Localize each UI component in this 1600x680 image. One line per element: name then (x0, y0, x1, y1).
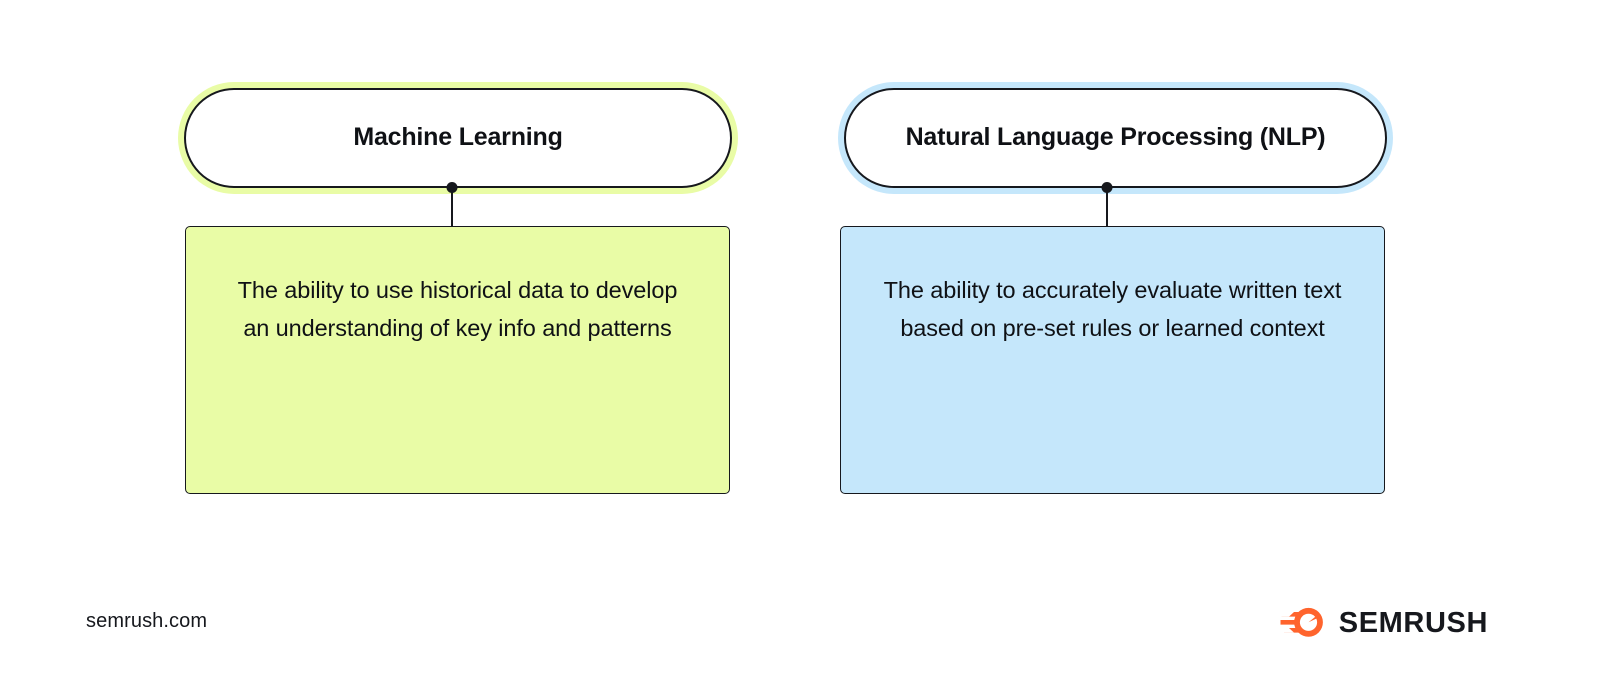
header-pill-glow: Machine Learning (178, 82, 738, 194)
semrush-wordmark: SEMRUSH (1338, 606, 1488, 639)
description-card: The ability to use historical data to de… (185, 226, 730, 494)
header-pill-label: Machine Learning (353, 123, 563, 152)
connector-line-icon (1106, 188, 1108, 228)
source-url-label: semrush.com (86, 610, 208, 632)
header-pill: Natural Language Processing (NLP) (844, 88, 1387, 188)
description-card: The ability to accurately evaluate writt… (840, 226, 1385, 494)
header-pill-glow: Natural Language Processing (NLP) (838, 82, 1393, 194)
description-text: The ability to accurately evaluate writt… (883, 277, 1342, 342)
connector-line-icon (451, 188, 453, 228)
concept-column-machine-learning: Machine Learning The ability to use hist… (140, 0, 760, 560)
header-pill: Machine Learning (184, 88, 732, 188)
description-text: The ability to use historical data to de… (237, 277, 678, 342)
concept-column-natural-language-processing: Natural Language Processing (NLP) The ab… (795, 0, 1415, 560)
header-pill-label: Natural Language Processing (NLP) (905, 123, 1326, 152)
semrush-logo: SEMRUSH (1280, 606, 1488, 640)
semrush-comet-icon (1280, 607, 1323, 637)
